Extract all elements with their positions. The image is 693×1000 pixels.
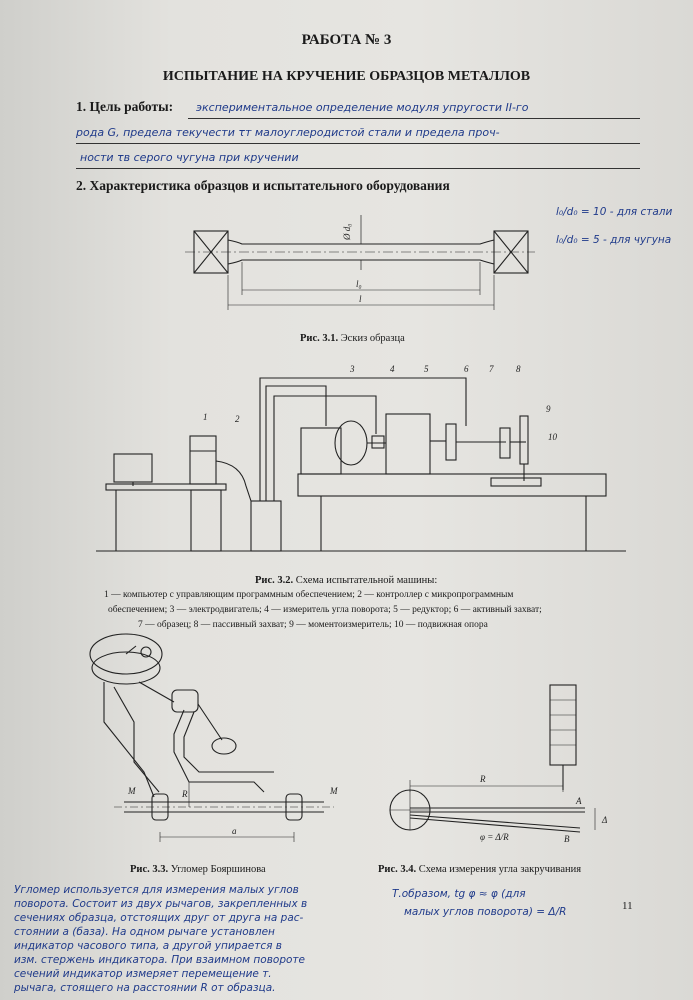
note-line: сечений индикатор измеряет перемещение т… [14, 968, 272, 980]
goal-rule-1 [188, 118, 640, 119]
label-m-left: M [127, 786, 136, 796]
test-machine-scheme: 1 2 3 4 5 6 7 8 9 10 [96, 364, 626, 552]
label-4: 4 [390, 364, 395, 374]
dim-l0: l₀ [356, 279, 362, 289]
fig34-caption: Рис. 3.4. Схема измерения угла закручива… [378, 864, 582, 875]
fig32-legend-2: обеспечением; 3 — электродвигатель; 4 — … [108, 605, 542, 615]
boyarshinov-angle-meter: M M R a [89, 633, 338, 842]
note-line: стоянии a (база). На одном рычаге устано… [14, 926, 275, 938]
note-line: изм. стержень индикатора. При взаимном п… [14, 954, 305, 966]
page-number: 11 [622, 900, 633, 912]
label-b-4: B [564, 834, 570, 844]
ratio-note-iron: l₀/d₀ = 5 - для чугуна [556, 234, 672, 246]
phi-formula: φ = Δ/R [480, 832, 509, 842]
label-7: 7 [489, 364, 494, 374]
note-line: рычага, стоящего на расстоянии R от обра… [14, 982, 276, 994]
note-line: индикатор часового типа, а другой упирае… [14, 940, 282, 952]
section2-heading: 2. Характеристика образцов и испытательн… [76, 178, 450, 193]
fig32-legend-3: 7 — образец; 8 — пассивный захват; 9 — м… [138, 620, 488, 630]
label-8: 8 [516, 364, 521, 374]
note-right-2: малых углов поворота) = Δ/R [404, 906, 567, 918]
note-right-1: Т.образом, tg φ ≈ φ (для [392, 888, 526, 900]
label-r: R [181, 789, 188, 799]
goal-rule-3 [76, 168, 640, 169]
section1-heading: 1. Цель работы: [76, 99, 174, 114]
goal-rule-2 [76, 143, 640, 144]
note-line: поворота. Состоит из двух рычагов, закре… [14, 898, 308, 910]
label-10: 10 [548, 432, 558, 442]
ratio-note-steel: l₀/d₀ = 10 - для стали [556, 206, 673, 218]
goal-line-2: рода G, предела текучести τт малоуглерод… [76, 126, 500, 139]
label-m-right: M [329, 786, 338, 796]
fig33-caption: Рис. 3.3. Угломер Бояршинова [130, 864, 266, 875]
fig31-caption: Рис. 3.1. Эскиз образца [300, 333, 405, 344]
label-2: 2 [235, 414, 240, 424]
goal-line-1: экспериментальное определение модуля упр… [196, 101, 529, 114]
label-a-4: A [575, 796, 582, 806]
main-title: ИСПЫТАНИЕ НА КРУЧЕНИЕ ОБРАЗЦОВ МЕТАЛЛОВ [162, 69, 531, 84]
label-a: a [232, 826, 237, 836]
label-5: 5 [424, 364, 429, 374]
label-6: 6 [464, 364, 469, 374]
dim-l: l [359, 294, 362, 304]
note-line: сечениях образца, отстоящих друг от друг… [14, 912, 304, 924]
label-r-4: R [479, 774, 486, 784]
specimen-sketch: Ø d₀ l₀ l [185, 215, 535, 310]
label-delta: Δ [601, 815, 607, 825]
fig32-caption: Рис. 3.2. Схема испытательной машины: [255, 575, 438, 586]
dim-diameter: Ø d₀ [342, 224, 352, 241]
fig32-legend-1: 1 — компьютер с управляющим программным … [104, 590, 514, 600]
note-line: Угломер используется для измерения малых… [14, 884, 299, 896]
label-3: 3 [349, 364, 355, 374]
label-9: 9 [546, 404, 551, 414]
work-title: РАБОТА № 3 [301, 32, 392, 48]
label-1: 1 [203, 412, 208, 422]
twist-angle-scheme: R A B Δ φ = Δ/R [389, 684, 607, 844]
goal-line-3: ности τв серого чугуна при кручении [80, 151, 299, 164]
